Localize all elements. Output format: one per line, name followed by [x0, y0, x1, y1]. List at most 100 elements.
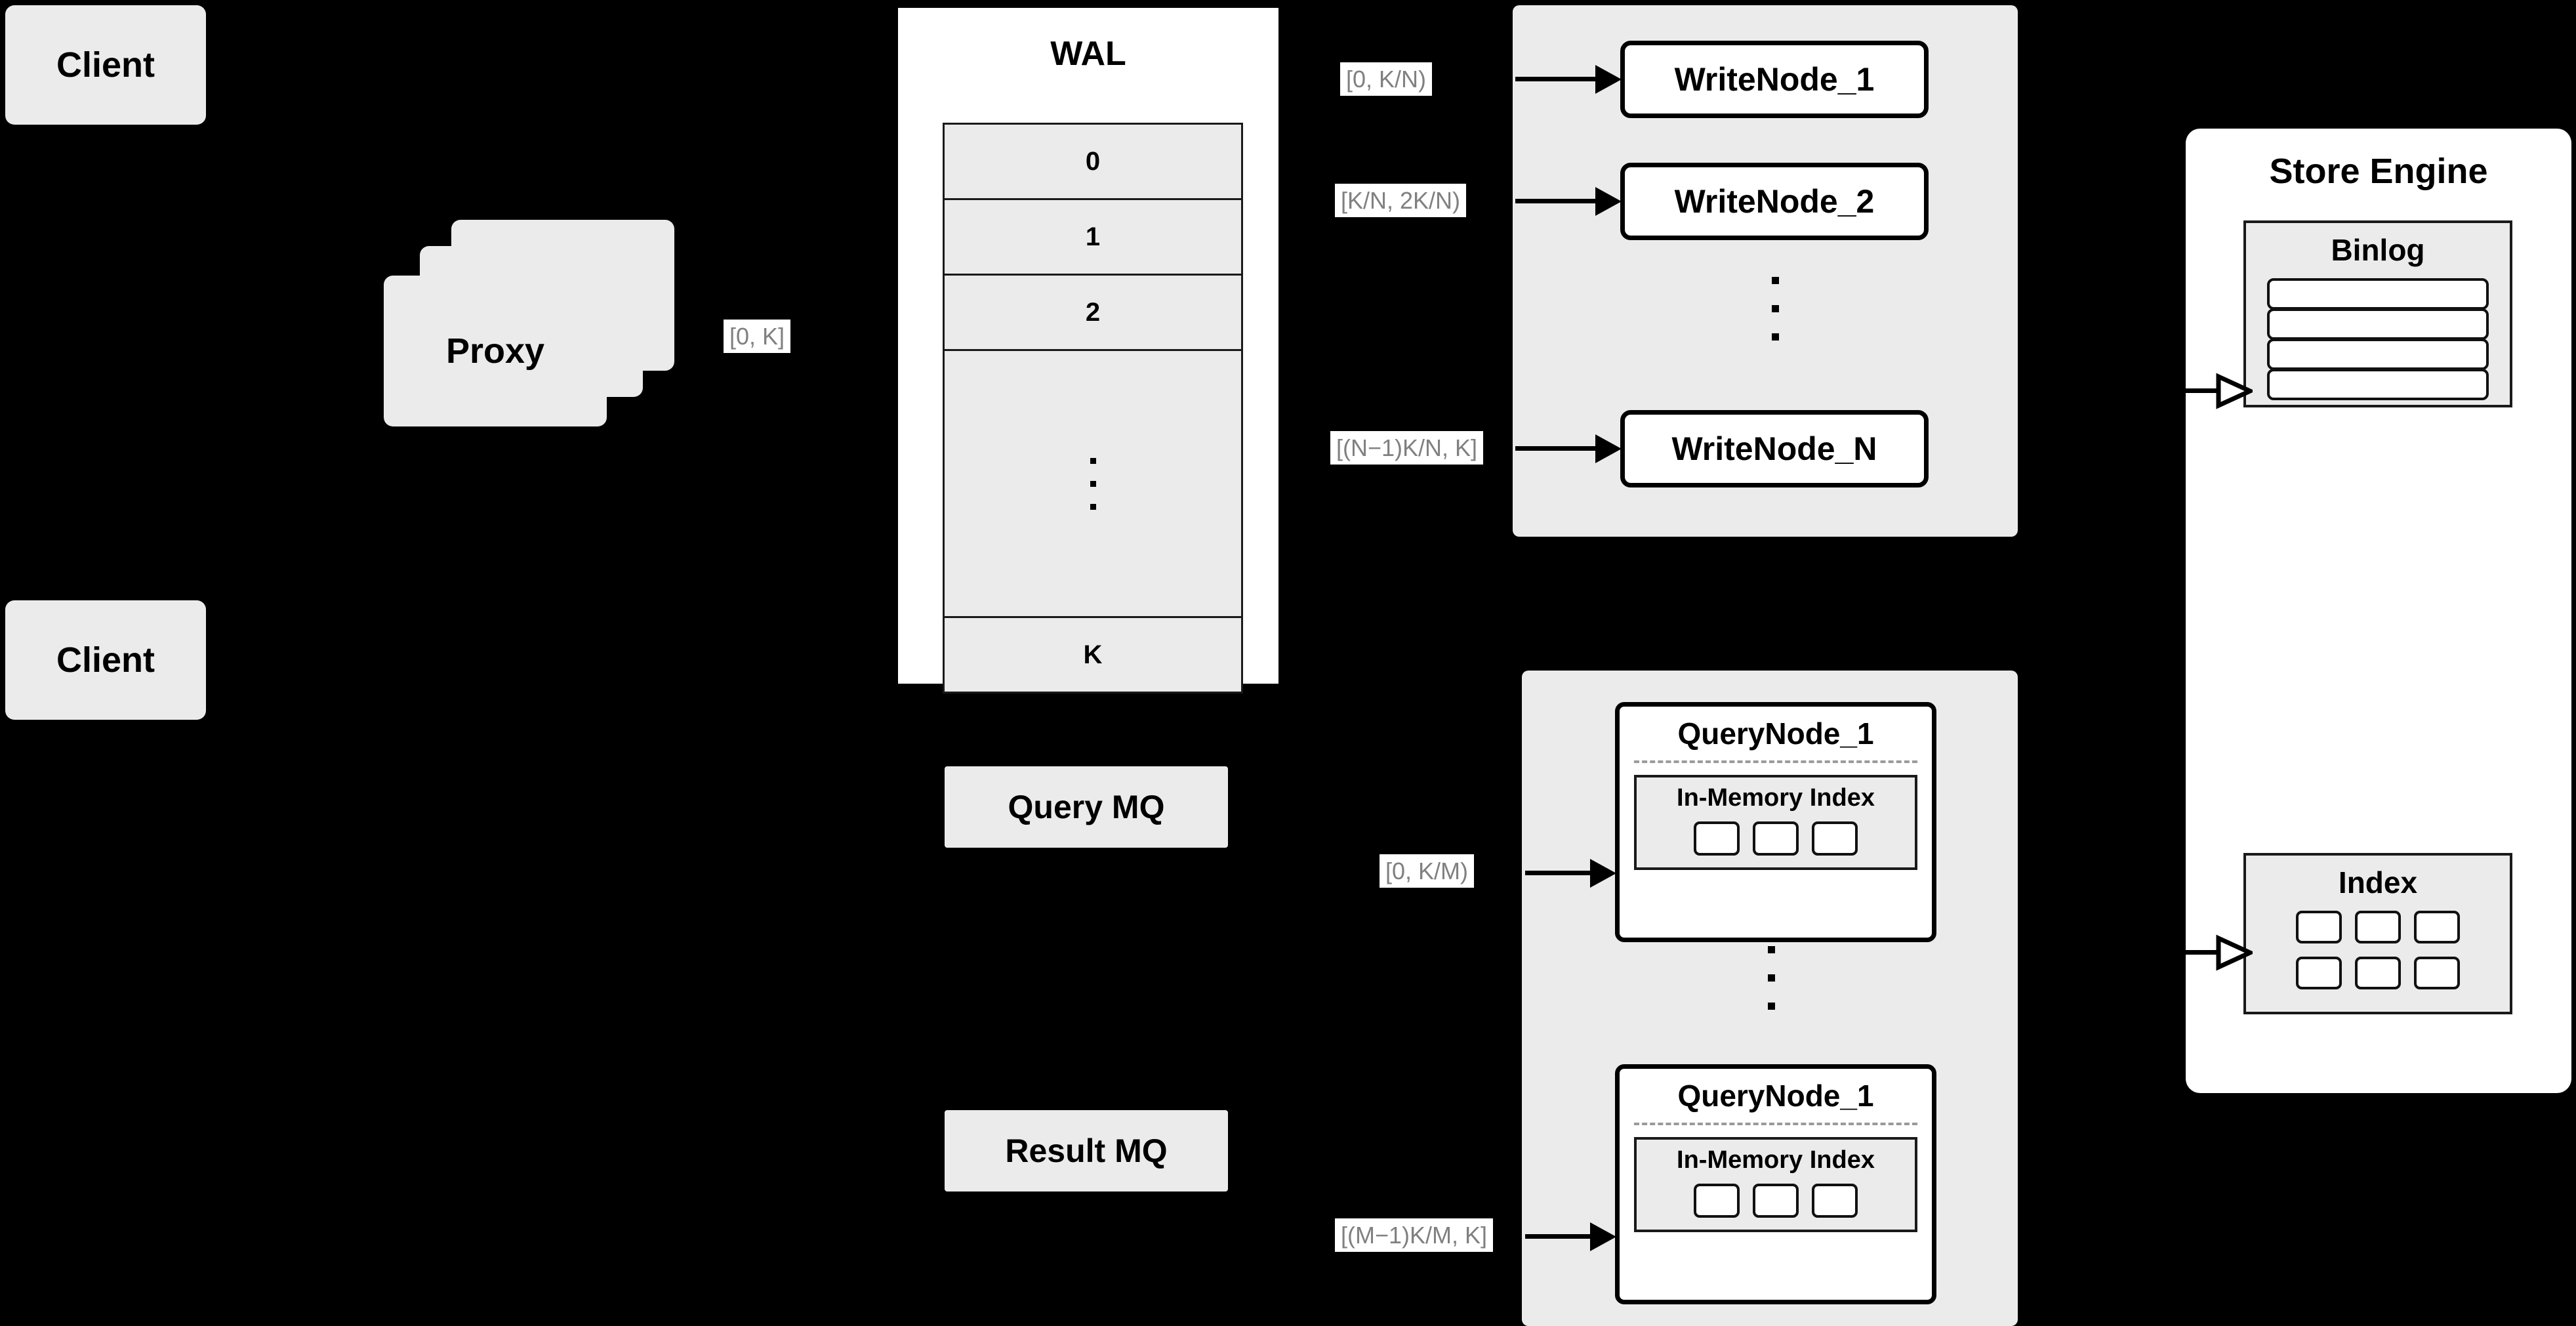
binlog-row [2267, 278, 2489, 310]
arrow-head-to-query-node-1 [1590, 859, 1616, 888]
write-cluster-ellipsis [1768, 277, 1782, 341]
arrow-line-to-query-node-2 [1525, 1234, 1599, 1239]
arrow-line-to-query-node-1 [1525, 871, 1599, 875]
index-cell [1812, 1184, 1858, 1218]
index-cell [1753, 1184, 1799, 1218]
index-cell [2414, 957, 2460, 989]
in-memory-index-cells [1637, 821, 1915, 856]
index-cell [1812, 821, 1858, 856]
vertical-ellipsis-dot-icon [1767, 1003, 1775, 1010]
write-node-1[interactable]: WriteNode_1 [1620, 41, 1929, 118]
edge-label-text: [(M−1)K/M, K] [1335, 1218, 1494, 1253]
write-node-2[interactable]: WriteNode_2 [1620, 163, 1929, 240]
binlog-row [2267, 308, 2489, 340]
arrow-head-hollow-to-index [2216, 934, 2253, 971]
arrow-line-to-write-node-2 [1515, 199, 1601, 203]
wal-entry-table: 0 1 2 K [943, 123, 1243, 694]
arrow-line-to-binlog [2184, 388, 2218, 393]
index-cell [1753, 821, 1799, 856]
binlog-box: Binlog [2243, 220, 2512, 407]
vertical-ellipsis-dot-icon [1090, 503, 1096, 510]
index-cell [2355, 957, 2401, 989]
store-engine-box: Store Engine Binlog Index [2186, 129, 2571, 1093]
arrow-head-to-write-node-1 [1595, 65, 1622, 94]
vertical-ellipsis-dot-icon [1767, 946, 1775, 953]
client-label: Client [56, 45, 155, 85]
result-mq-node[interactable]: Result MQ [945, 1110, 1228, 1191]
index-cell [2296, 911, 2342, 943]
in-memory-index-box: In-Memory Index [1634, 1137, 1917, 1232]
wal-row-label: 0 [1085, 146, 1101, 176]
wal-row[interactable]: 2 [945, 276, 1241, 351]
client-label: Client [56, 640, 155, 680]
vertical-ellipsis-dot-icon [1767, 974, 1775, 982]
store-engine-title: Store Engine [2269, 152, 2488, 191]
query-node-2[interactable]: QueryNode_1 In-Memory Index [1615, 1064, 1936, 1304]
write-node-label: WriteNode_1 [1674, 61, 1875, 98]
edge-label-proxy-to-wal: [0, K] [724, 320, 791, 354]
query-node-separator [1634, 1123, 1917, 1125]
edge-label-text: [0, K] [724, 320, 791, 354]
wal-box: WAL 0 1 2 K [894, 4, 1282, 694]
query-node-separator [1634, 760, 1917, 763]
arrow-head-to-query-node-2 [1590, 1222, 1616, 1251]
vertical-ellipsis-dot-icon [1090, 457, 1096, 464]
write-node-n[interactable]: WriteNode_N [1620, 410, 1929, 487]
arrow-head-hollow-to-binlog [2216, 373, 2253, 409]
arrow-head-to-write-node-2 [1595, 187, 1622, 216]
vertical-ellipsis-dot-icon [1090, 480, 1096, 487]
arrow-head-to-write-node-n [1595, 434, 1622, 463]
proxy-node[interactable]: Proxy [384, 276, 607, 426]
query-mq-label: Query MQ [1008, 789, 1165, 825]
client-node-2[interactable]: Client [5, 600, 206, 720]
index-row [2296, 957, 2460, 989]
query-mq-node[interactable]: Query MQ [945, 766, 1228, 848]
query-node-title: QueryNode_1 [1677, 716, 1874, 751]
wal-row-label: 1 [1085, 222, 1101, 251]
in-memory-index-title: In-Memory Index [1677, 1146, 1875, 1174]
proxy-label: Proxy [445, 331, 545, 371]
wal-row-label: K [1083, 640, 1103, 669]
index-title: Index [2338, 865, 2418, 900]
vertical-ellipsis-dot-icon [1771, 305, 1779, 312]
index-box: Index [2243, 853, 2512, 1014]
edge-label-text: [(N−1)K/N, K] [1330, 431, 1484, 465]
edge-label-wal-to-write-node-n: [(N−1)K/N, K] [1330, 431, 1484, 465]
arrow-line-to-index [2184, 950, 2218, 955]
index-cell [2355, 911, 2401, 943]
write-node-label: WriteNode_N [1671, 430, 1877, 467]
index-cell [2414, 911, 2460, 943]
query-cluster-ellipsis [1765, 946, 1778, 1010]
vertical-ellipsis-dot-icon [1771, 277, 1779, 284]
client-node-1[interactable]: Client [5, 5, 206, 125]
edge-label-mq-to-query-node-1: [0, K/M) [1380, 854, 1475, 888]
wal-row-label: 2 [1085, 297, 1101, 327]
edge-label-wal-to-write-node-2: [K/N, 2K/N) [1335, 184, 1467, 218]
binlog-rows [2246, 278, 2510, 400]
wal-row[interactable]: 1 [945, 200, 1241, 276]
in-memory-index-cells [1637, 1184, 1915, 1218]
edge-label-text: [0, K/N) [1340, 62, 1433, 96]
arrow-line-to-write-node-n [1515, 446, 1601, 451]
index-cell [1694, 1184, 1740, 1218]
arrow-line-to-write-node-1 [1515, 77, 1601, 81]
edge-label-mq-to-query-node-m: [(M−1)K/M, K] [1335, 1218, 1494, 1253]
binlog-title: Binlog [2331, 233, 2425, 267]
vertical-ellipsis-dot-icon [1771, 333, 1779, 341]
binlog-row [2267, 369, 2489, 400]
result-mq-label: Result MQ [1005, 1132, 1168, 1169]
in-memory-index-box: In-Memory Index [1634, 775, 1917, 870]
write-node-label: WriteNode_2 [1674, 183, 1875, 220]
wal-row[interactable]: K [945, 618, 1241, 692]
wal-title: WAL [1050, 35, 1126, 73]
query-node-title: QueryNode_1 [1677, 1079, 1874, 1113]
wal-row[interactable]: 0 [945, 125, 1241, 200]
query-node-1[interactable]: QueryNode_1 In-Memory Index [1615, 702, 1936, 942]
binlog-row [2267, 339, 2489, 370]
index-grid [2246, 911, 2510, 1001]
edge-label-text: [K/N, 2K/N) [1335, 184, 1467, 218]
wal-row-ellipsis [945, 351, 1241, 618]
edge-label-wal-to-write-node-1: [0, K/N) [1340, 62, 1433, 96]
index-cell [1694, 821, 1740, 856]
